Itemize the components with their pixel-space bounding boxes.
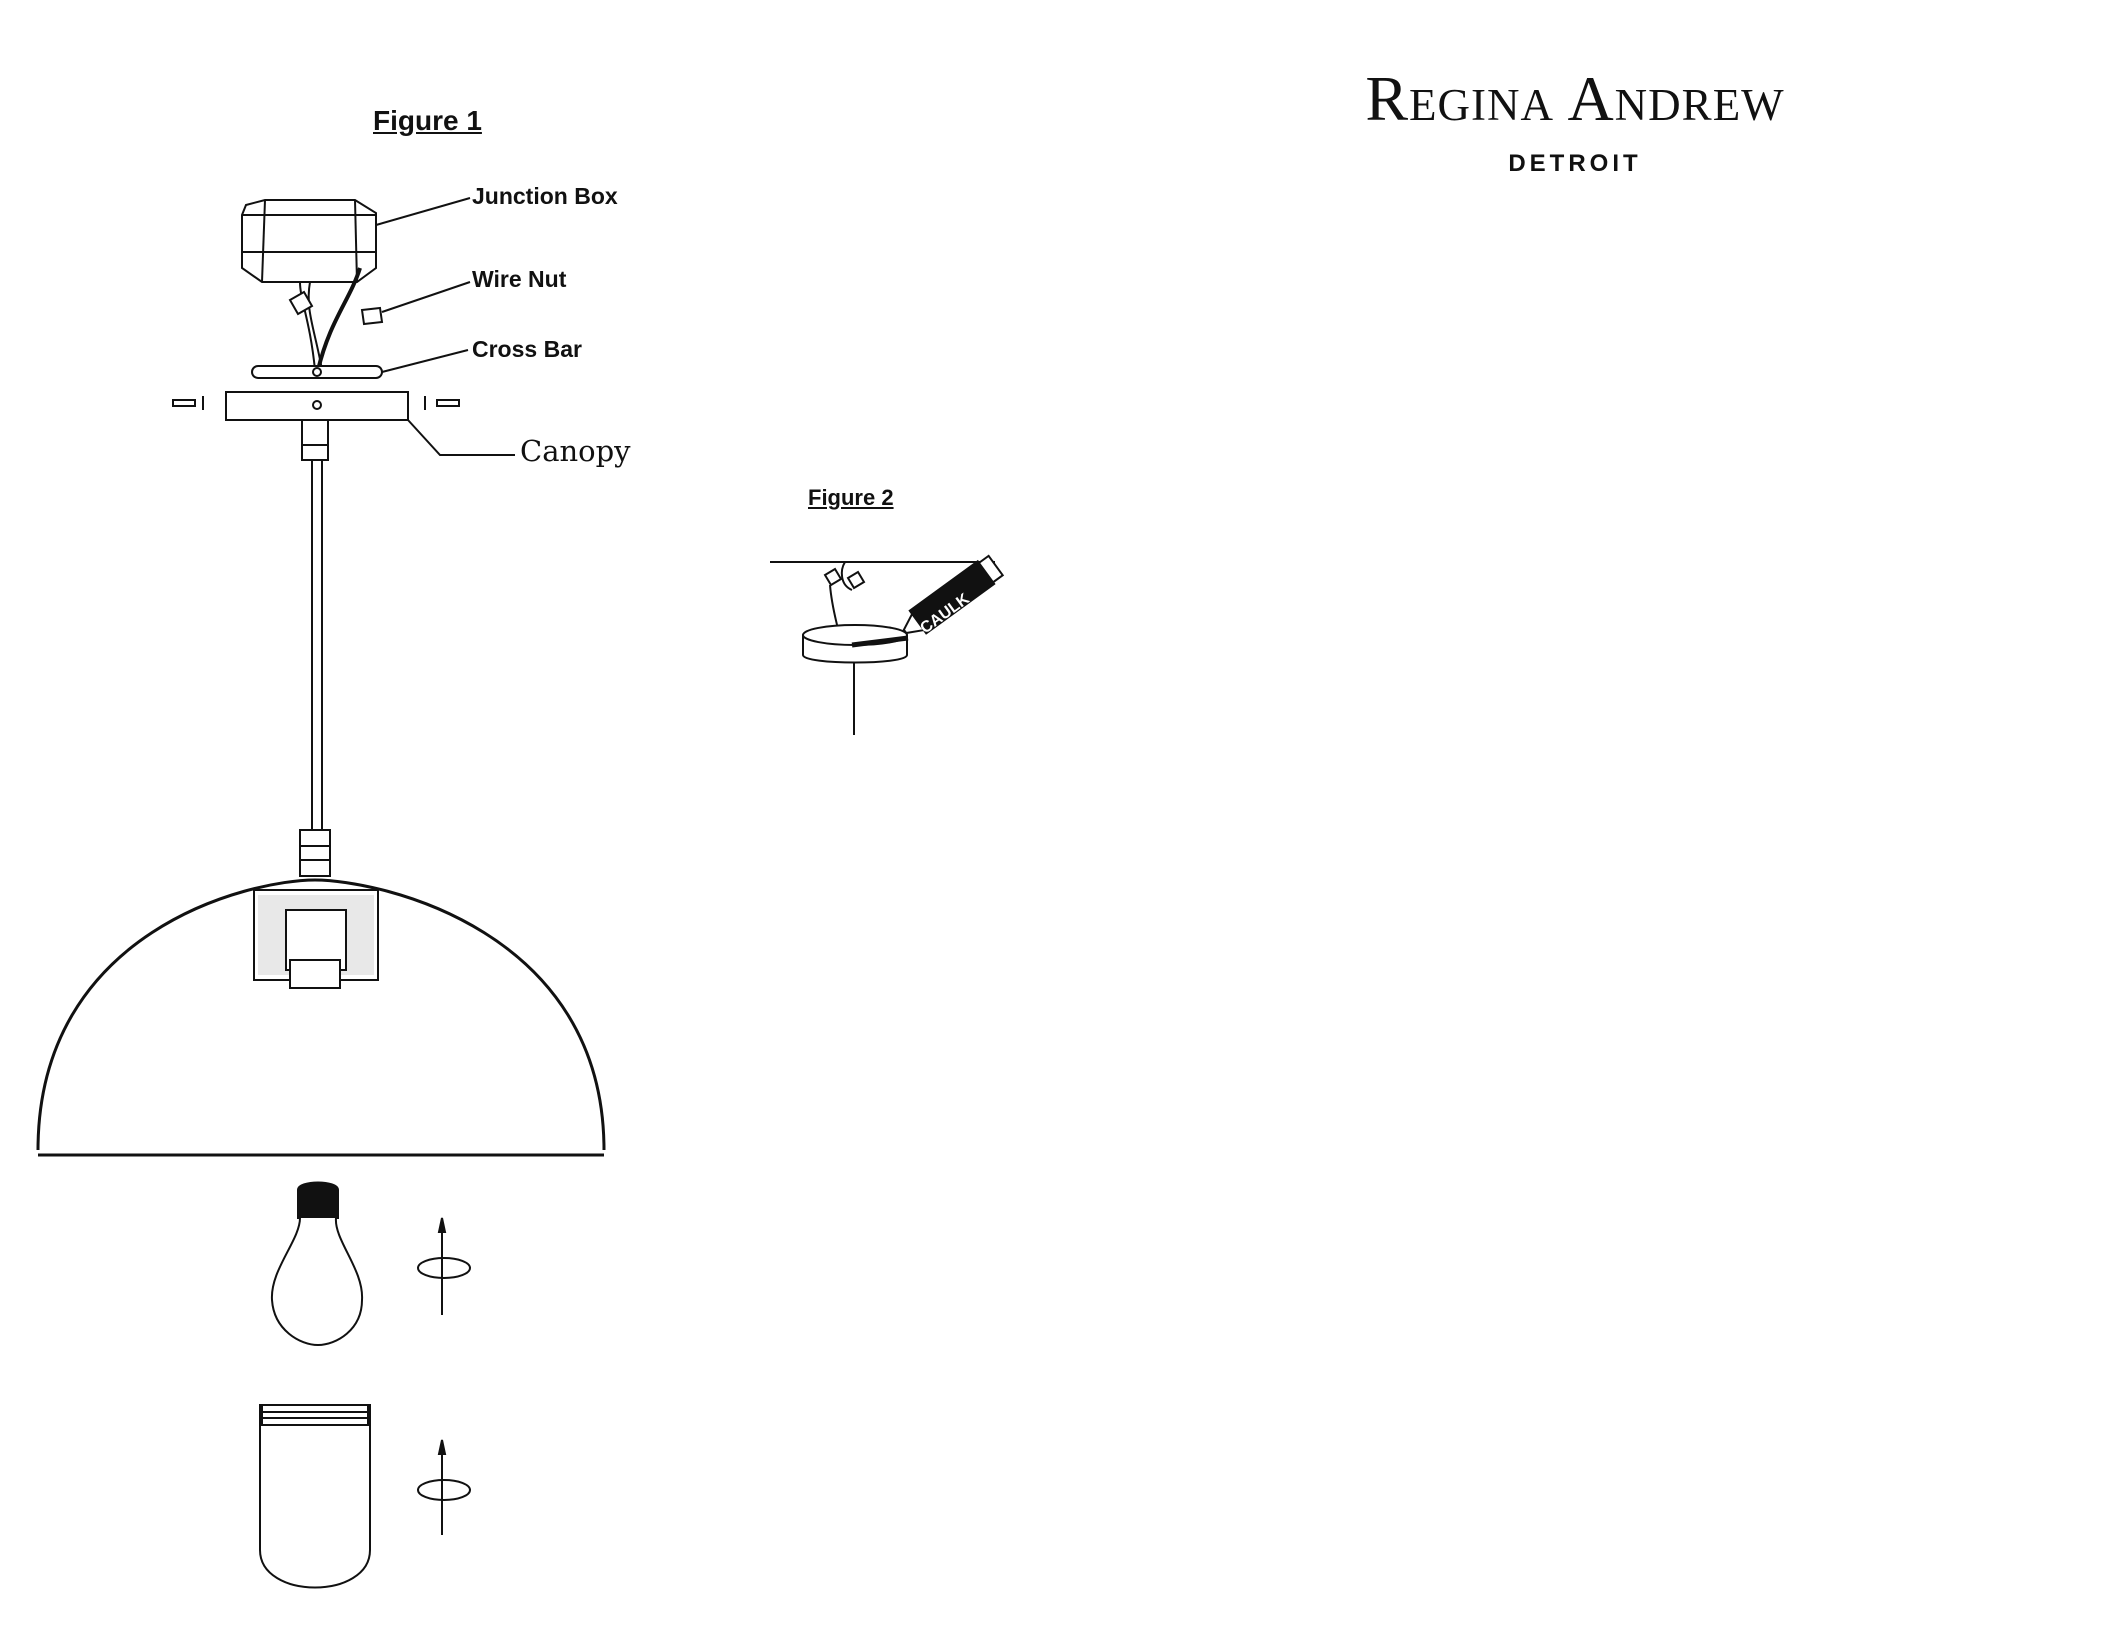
light-bulb — [272, 1183, 362, 1346]
junction-box-label: Junction Box — [472, 183, 618, 210]
junction-box — [242, 200, 376, 282]
figure2-title: Figure 2 — [808, 485, 894, 511]
canopy — [173, 392, 459, 420]
figure2-diagram — [770, 554, 1004, 735]
figure1-title: Figure 1 — [373, 105, 482, 137]
finial-screw — [418, 1440, 470, 1535]
caulk-tube — [897, 554, 1004, 642]
stem — [300, 420, 330, 876]
cross-bar — [252, 366, 382, 378]
glass-globe — [260, 1405, 370, 1588]
finial-screw — [418, 1218, 470, 1315]
brand-logo: Regina Andrew DETROIT — [1290, 62, 1860, 178]
brand-city: DETROIT — [1290, 150, 1860, 178]
wire-nut-label: Wire Nut — [472, 266, 566, 293]
cross-bar-label: Cross Bar — [472, 336, 582, 363]
dome-shade — [38, 880, 604, 1155]
canopy-label: Canopy — [520, 434, 631, 468]
supply-wires — [300, 268, 360, 370]
brand-name: Regina Andrew — [1290, 62, 1860, 136]
